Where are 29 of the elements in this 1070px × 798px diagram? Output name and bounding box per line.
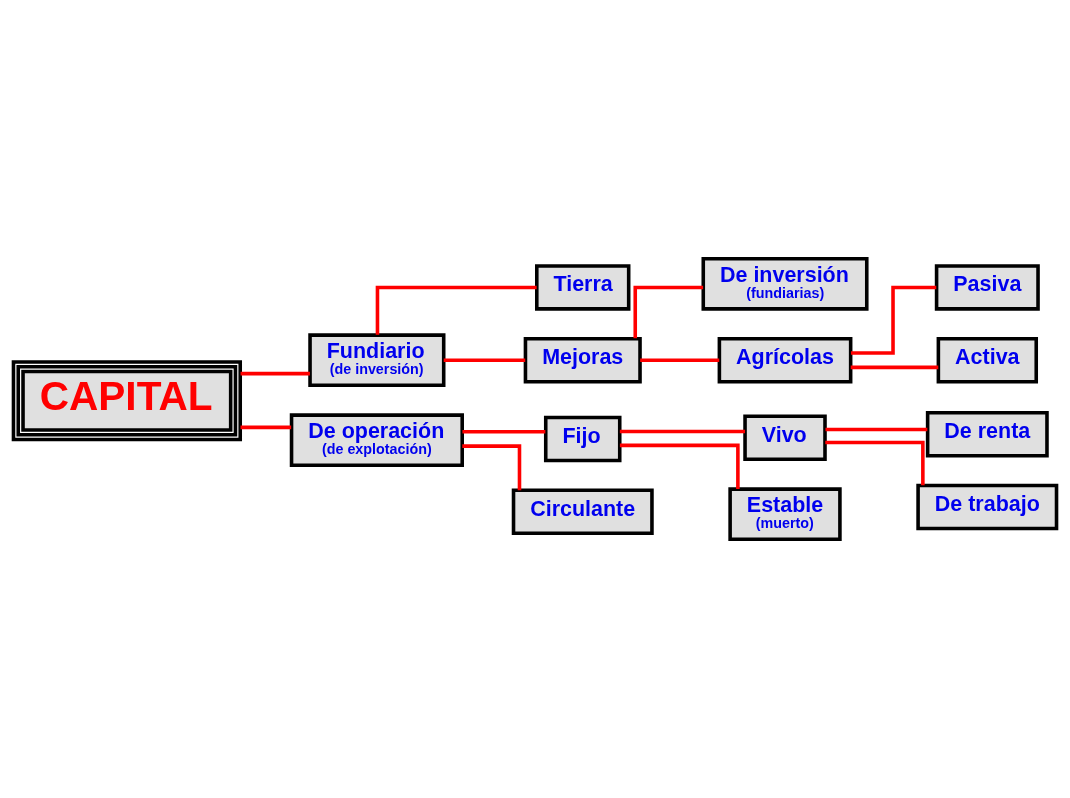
connector	[825, 427, 928, 432]
connector	[825, 440, 925, 486]
connector	[619, 429, 746, 434]
node-box: Circulante	[511, 488, 654, 536]
node-box: Mejoras	[523, 336, 642, 384]
node-box: Agrícolas	[717, 336, 853, 384]
connector	[850, 285, 937, 355]
connector	[240, 425, 292, 430]
node-box: Estable (muerto)	[728, 487, 842, 541]
node-box: Fijo	[543, 415, 622, 463]
node-box: De renta	[925, 410, 1049, 458]
node-box: Vivo	[743, 414, 827, 462]
connector	[619, 443, 740, 489]
node-box: De trabajo	[916, 483, 1059, 531]
node-box: Pasiva	[934, 264, 1040, 311]
connector	[850, 365, 939, 370]
connector	[240, 371, 310, 376]
node-box: De inversión (fundiarias)	[701, 256, 869, 311]
node-box: Activa	[936, 336, 1038, 384]
connector	[443, 358, 526, 362]
connector	[375, 285, 537, 335]
connector	[462, 430, 546, 434]
node-box: Tierra	[535, 264, 631, 311]
connector	[462, 444, 522, 491]
node-box: CAPITAL	[11, 360, 242, 442]
node-box: Fundiario (de inversión)	[308, 333, 446, 388]
node-box: De operación (de explotación)	[289, 413, 464, 468]
connector	[640, 358, 720, 362]
connector	[633, 285, 704, 339]
